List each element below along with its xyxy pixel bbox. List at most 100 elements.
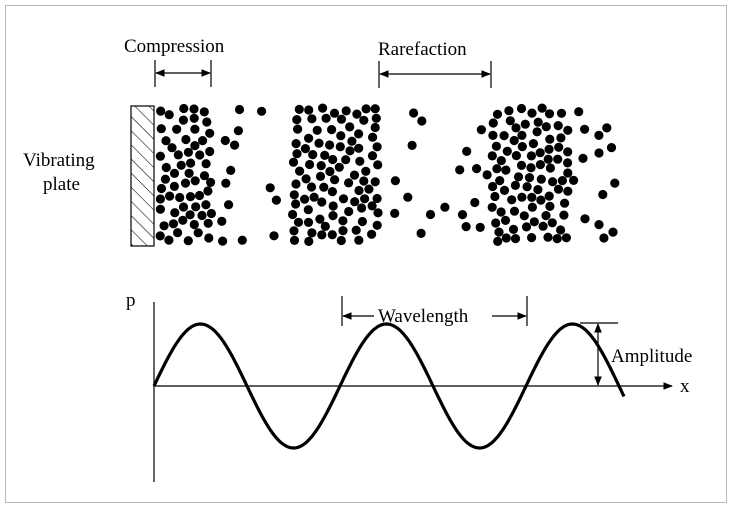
particle	[191, 202, 201, 212]
particle	[461, 222, 471, 232]
wavelength-bracket	[341, 296, 528, 326]
particle	[541, 122, 551, 132]
particle	[175, 192, 185, 203]
particle	[501, 165, 511, 175]
particle	[370, 177, 380, 187]
particle	[390, 176, 400, 186]
particle	[203, 218, 213, 228]
particle	[536, 174, 546, 184]
particle	[508, 224, 519, 234]
particle	[606, 143, 617, 153]
particle	[269, 231, 279, 241]
particle	[293, 217, 304, 227]
particle	[167, 143, 177, 153]
particle	[186, 158, 196, 168]
particle	[520, 119, 530, 129]
particle	[300, 144, 310, 154]
particle	[308, 150, 318, 160]
particle	[487, 151, 497, 161]
particle	[553, 184, 564, 194]
particle	[492, 164, 502, 174]
particle	[516, 160, 527, 170]
particle	[602, 123, 612, 133]
particle	[156, 106, 166, 116]
particle	[181, 134, 191, 145]
particle	[457, 210, 468, 220]
particle	[271, 195, 281, 205]
particle	[178, 115, 188, 125]
particle	[563, 125, 573, 135]
particle	[510, 234, 521, 244]
particle	[193, 228, 203, 238]
particle	[373, 208, 383, 218]
particle	[417, 116, 427, 126]
particle	[156, 183, 167, 194]
particle	[205, 128, 215, 138]
particle	[490, 191, 500, 202]
particle	[292, 115, 302, 125]
particle	[176, 160, 186, 170]
particle	[476, 125, 486, 135]
particle	[334, 162, 344, 172]
particle	[203, 186, 213, 196]
particle	[155, 231, 165, 241]
particle	[303, 217, 314, 227]
particle	[330, 175, 340, 185]
particle	[511, 123, 521, 133]
particle	[301, 174, 311, 184]
particle	[234, 104, 245, 115]
particle	[509, 135, 519, 146]
particle	[189, 113, 199, 123]
particle	[315, 214, 325, 224]
particle	[552, 234, 562, 244]
particle	[544, 109, 555, 119]
particle	[535, 148, 545, 158]
particle	[338, 194, 349, 204]
particle	[221, 178, 231, 188]
particle	[199, 107, 209, 117]
particle	[288, 157, 299, 167]
particle	[545, 134, 555, 144]
particle	[189, 219, 199, 230]
x-axis-label: x	[680, 376, 690, 397]
particle	[527, 108, 537, 118]
particle	[318, 103, 328, 113]
particle	[155, 194, 165, 204]
particle	[315, 171, 326, 181]
particle	[563, 186, 573, 196]
particle	[220, 135, 230, 146]
particle	[494, 227, 504, 237]
particle	[237, 235, 247, 245]
particle	[204, 233, 214, 243]
particle	[475, 222, 485, 232]
particle	[507, 195, 517, 205]
particle	[336, 114, 347, 124]
particle	[265, 183, 275, 193]
particle	[328, 211, 338, 221]
particle	[599, 233, 609, 243]
particle	[610, 178, 620, 188]
particle	[178, 202, 189, 212]
particle	[164, 110, 174, 120]
particle	[325, 166, 335, 177]
particle	[545, 201, 555, 211]
particle	[170, 208, 180, 218]
particle	[416, 228, 426, 238]
particle	[292, 149, 302, 159]
diagram-frame	[5, 5, 727, 503]
rarefaction-bracket	[378, 61, 492, 88]
particle	[556, 108, 567, 118]
particle	[354, 129, 364, 139]
particle	[505, 116, 515, 126]
particle	[354, 235, 364, 245]
particle	[350, 197, 360, 207]
particle	[502, 146, 512, 156]
particle	[495, 176, 505, 186]
particle	[347, 136, 357, 146]
particle	[390, 208, 400, 218]
particle	[354, 143, 364, 153]
particle	[533, 185, 543, 195]
particle	[289, 226, 299, 236]
particle	[321, 113, 331, 123]
